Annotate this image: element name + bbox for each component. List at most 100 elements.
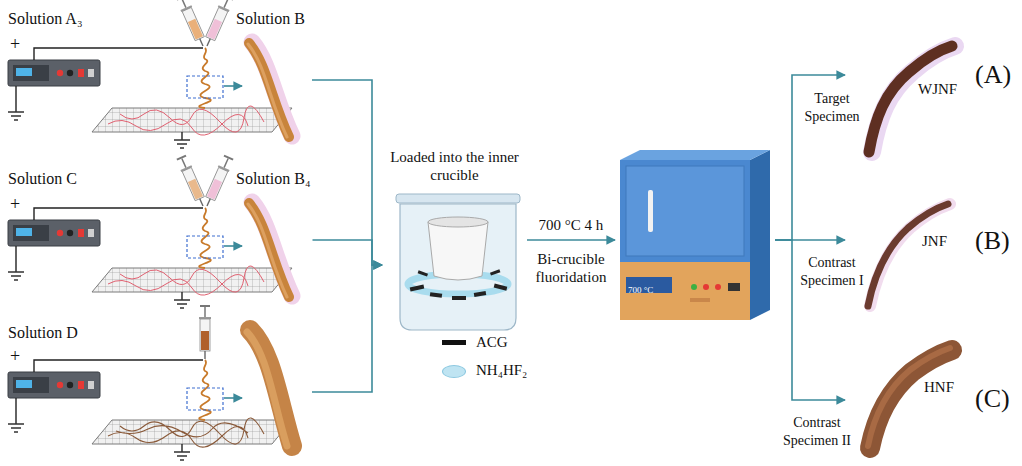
node-text-holder: Solution B: [236, 10, 305, 28]
nanofiber: WJNF: [845, 28, 970, 158]
muffle-furnace-art-part: [703, 284, 709, 290]
double-crucible-art-part: [418, 270, 428, 276]
node-text: 700 °C: [628, 285, 653, 295]
electrospinning-setup-art-part: [108, 418, 264, 447]
panel-letter: (C): [975, 384, 1010, 413]
electrospinning-setup-art-part: [199, 305, 211, 359]
output-fiber-art-part: [868, 204, 948, 306]
double-crucible-art-part: [428, 217, 488, 227]
electrospinning-setup: Solution A₃ Solution B +: [0, 0, 312, 158]
double-crucible-art: [396, 194, 520, 330]
node-text: +: [10, 194, 20, 214]
double-crucible-art-part: [490, 269, 500, 275]
muffle-furnace-art-part: [691, 284, 697, 290]
output-fiber-art: [868, 46, 955, 448]
node-text: JNF: [922, 233, 947, 249]
electrospinning-setup-art-part: [176, 0, 209, 48]
edge-label: Target Specimen: [804, 91, 859, 124]
muffle-furnace-art-part: [690, 298, 710, 302]
muffle-furnace-art-part: [715, 284, 721, 290]
double-crucible-art-part: [474, 291, 487, 297]
panel-letter-holder: (C): [975, 384, 1010, 414]
muffle-furnace-art-part: [728, 283, 740, 291]
edge-label: Contrast Specimen I: [800, 255, 863, 288]
muffle-furnace-art-part: [620, 262, 750, 320]
electrospinning-setup-art: [8, 305, 292, 460]
muffle-furnace-art-part: [648, 190, 653, 232]
double-crucible-art-part: [430, 292, 442, 298]
electrospinning-setup-art-part: [108, 106, 264, 135]
edge-label-holder: Contrast Specimen I: [797, 253, 867, 289]
legend-swatch: [443, 366, 465, 377]
muffle-furnace: 700 °C: [615, 148, 775, 322]
panel-letter-holder: (B): [975, 226, 1010, 256]
flow-arrow: [527, 239, 615, 241]
panel-letter: (B): [975, 226, 1010, 255]
double-crucible-art-part: [428, 222, 488, 280]
electrospinning-setup-art-part: [108, 266, 264, 295]
legend-text-holder: ACG: [476, 333, 508, 351]
nanofiber: HNF: [845, 330, 970, 458]
electrospinning-setup: Solution D +: [0, 312, 312, 466]
legend-text: ACG: [476, 334, 508, 350]
muffle-furnace-art-part: [750, 150, 770, 320]
node-text: Loaded into the inner crucible: [390, 149, 519, 183]
node-text: WJNF: [918, 81, 957, 97]
legend-swatch: [442, 340, 466, 345]
node-text-holder: Loaded into the inner crucible: [382, 148, 527, 185]
node-text-holder: Solution D: [8, 324, 78, 342]
electrospinning-setup: Solution C Solution B₄ +: [0, 160, 312, 310]
node-text: +: [10, 34, 20, 54]
node-text: HNF: [924, 379, 954, 395]
double-crucible-art-part: [400, 204, 516, 330]
flow-arrow: [312, 265, 382, 392]
edge-label-holder: Contrast Specimen II: [780, 413, 854, 449]
double-crucible-art-part: [410, 285, 425, 292]
electrospinning-setup-art-part: [202, 154, 235, 208]
double-crucible-art-part: [494, 284, 508, 291]
node-text: +: [10, 346, 20, 366]
electrospinning-setup-art-part: [202, 0, 235, 48]
panel-letter: (A): [975, 60, 1011, 89]
node-text-holder: HNF: [924, 378, 954, 396]
electrospinning-setup-art-part: [8, 360, 292, 460]
node-text: Solution C: [8, 170, 77, 187]
node-text: Solution B: [236, 10, 305, 27]
output-fiber-art-part: [870, 204, 950, 306]
electrospinning-setup-art-part: [8, 48, 292, 148]
double-crucible-art-part: [452, 296, 466, 300]
muffle-furnace-art: [620, 150, 770, 320]
electrospinning-setup-art-part: [247, 332, 287, 446]
electrospinning-setup-art-part: [248, 202, 292, 297]
node-text-holder: Solution A₃: [8, 10, 82, 28]
node-text-holder: WJNF: [918, 80, 957, 98]
output-fiber-art-part: [868, 348, 950, 446]
node-text-holder: +: [10, 346, 20, 367]
electrospinning-setup-art-part: [8, 208, 292, 308]
node-text-holder: Solution B₄: [236, 170, 310, 188]
edge-label: Contrast Specimen II: [783, 415, 851, 448]
node-text-holder: JNF: [922, 232, 947, 250]
muffle-furnace-art-part: [620, 160, 750, 262]
node-text: Solution B₄: [236, 170, 310, 187]
output-fiber-art-part: [869, 46, 952, 152]
process-note: Bi-crucible fluoridation: [536, 251, 607, 285]
electrospinning-setup-art-part: [176, 154, 209, 208]
node-text-holder: 700 °C: [628, 279, 653, 297]
legend-text-holder: NH₄HF₂: [476, 361, 527, 379]
process-note-holder: Bi-crucible fluoridation: [522, 250, 620, 287]
legend-text: NH₄HF₂: [476, 362, 527, 378]
edge-label-holder: 700 °C 4 h: [527, 216, 615, 234]
flow-arrow: [312, 80, 382, 265]
node-text: Solution A₃: [8, 10, 82, 27]
edge-label-holder: Target Specimen: [797, 89, 867, 125]
muffle-furnace-art-part: [626, 166, 744, 256]
node-text-holder: +: [10, 34, 20, 55]
electrospinning-setup-art-part: [248, 42, 292, 137]
panel-letter-holder: (A): [975, 60, 1011, 90]
node-text-holder: Solution C: [8, 170, 77, 188]
muffle-furnace-art-part: [620, 150, 770, 160]
